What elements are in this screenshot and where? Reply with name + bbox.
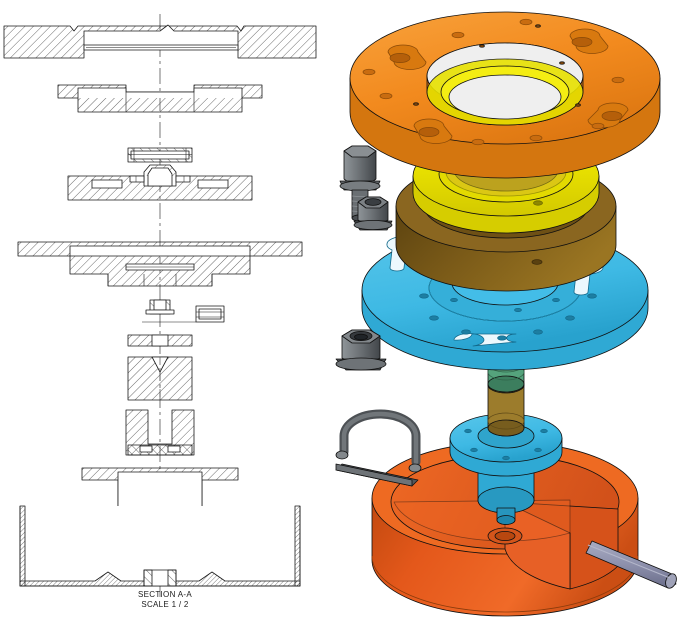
section-part-base-plate — [17, 241, 303, 287]
section-part-seal-ring — [127, 147, 193, 163]
part-small-hex-nut — [353, 196, 393, 231]
part-discharge-rod — [585, 540, 677, 589]
section-part-lower-sleeve — [125, 409, 195, 456]
section-part-stud — [142, 299, 196, 323]
section-part-bearing-carrier — [67, 164, 253, 201]
section-part-washer — [127, 334, 193, 347]
section-part-upper-sleeve — [127, 356, 193, 401]
part-lifting-handle — [335, 409, 422, 487]
section-caption-title: SECTION A-A — [138, 590, 192, 599]
section-part-drum-shell — [19, 505, 301, 587]
section-part-spacer-ring — [57, 84, 263, 113]
part-cyan-hub-flange — [449, 413, 563, 525]
part-large-hex-nut — [335, 329, 387, 371]
part-top-flange-ring — [349, 11, 661, 179]
section-part-top-flange — [3, 24, 317, 59]
section-part-bushing — [195, 305, 225, 323]
section-caption-scale: SCALE 1 / 2 — [141, 600, 189, 609]
section-view-svg — [3, 14, 317, 600]
exploded-view-panel — [330, 0, 680, 626]
exploded-view-svg — [335, 11, 677, 617]
section-view-panel: SECTION A-A SCALE 1 / 2 — [0, 0, 330, 626]
